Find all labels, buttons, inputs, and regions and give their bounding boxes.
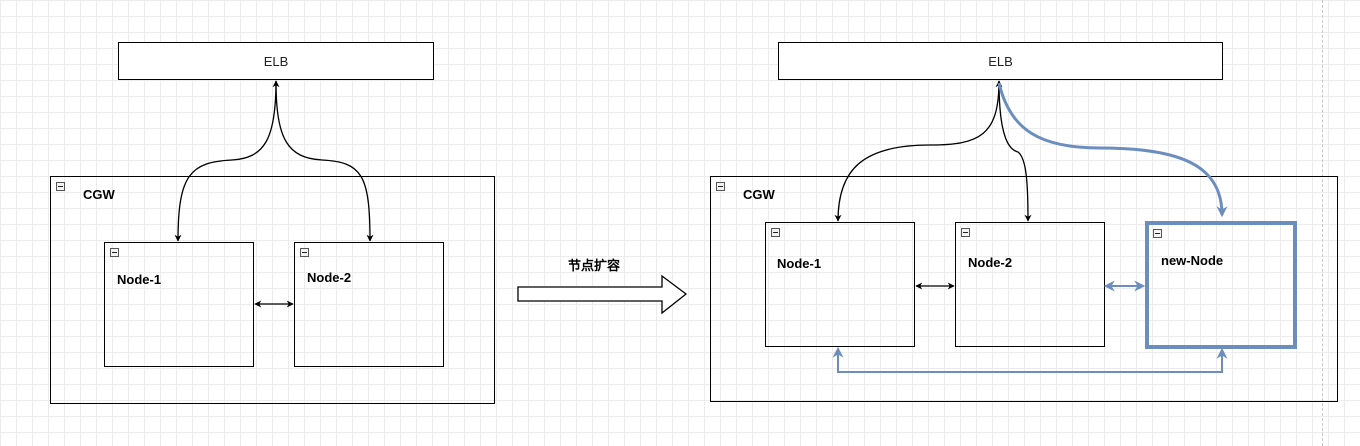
scale-out-label: 节点扩容: [568, 258, 621, 273]
page-guide-line: [1322, 0, 1323, 446]
left-node-2-collapse-icon[interactable]: [300, 248, 309, 257]
right-elb-box[interactable]: ELB: [778, 42, 1223, 80]
scale-out-arrow-icon: [517, 274, 688, 315]
right-cgw-label: CGW: [743, 187, 775, 202]
right-elb-node1-connector[interactable]: [834, 80, 1003, 222]
right-elb-new-node-connector[interactable]: [997, 82, 1228, 218]
left-cgw-label: CGW: [83, 187, 115, 202]
right-node-2-label: Node-2: [968, 255, 1013, 270]
right-node-1-label: Node-1: [777, 256, 822, 271]
left-node-1-collapse-icon[interactable]: [110, 248, 119, 257]
left-elb-box[interactable]: ELB: [118, 42, 434, 80]
left-cgw-collapse-icon[interactable]: [56, 182, 65, 191]
left-node-1[interactable]: Node-1: [104, 242, 254, 367]
left-node-1-label: Node-1: [117, 272, 162, 287]
right-elb-node2-connector[interactable]: [998, 80, 1032, 222]
left-node-2-label: Node-2: [307, 270, 352, 285]
right-node-2-collapse-icon[interactable]: [961, 228, 970, 237]
left-elb-node1-connector[interactable]: [174, 80, 280, 242]
right-node-1-collapse-icon[interactable]: [771, 228, 780, 237]
right-node-1[interactable]: Node-1: [765, 222, 915, 347]
left-node-2[interactable]: Node-2: [294, 242, 444, 367]
left-elb-node2-connector[interactable]: [275, 80, 374, 242]
right-elb-label: ELB: [988, 53, 1013, 69]
right-new-node-label: new-Node: [1161, 253, 1224, 268]
right-cgw-collapse-icon[interactable]: [716, 182, 725, 191]
right-cgw-container[interactable]: CGW: [710, 176, 1338, 402]
right-new-node-collapse-icon[interactable]: [1153, 229, 1162, 238]
right-node1-new-node-bottom-connector[interactable]: [832, 346, 1228, 373]
left-elb-label: ELB: [263, 53, 289, 69]
